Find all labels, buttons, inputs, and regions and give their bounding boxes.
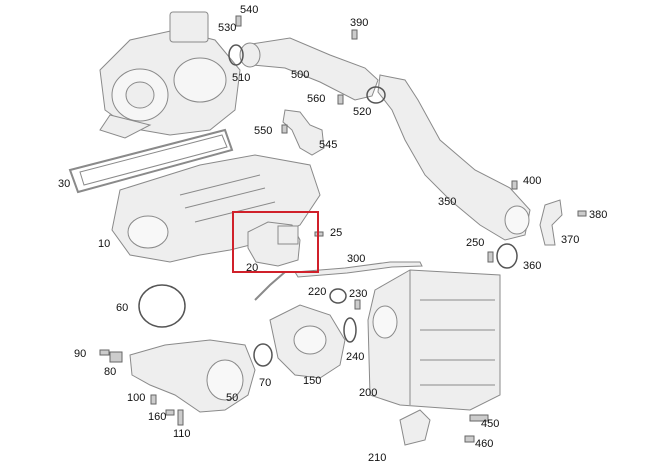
- bolt-400: [511, 180, 518, 190]
- egr-valve: [247, 221, 301, 267]
- bracket: [282, 109, 325, 156]
- label-25: 25: [330, 227, 343, 239]
- charge-pipe: [239, 37, 379, 101]
- bolt-90: [99, 349, 110, 356]
- label-110: 110: [173, 428, 191, 440]
- bolt-550: [281, 124, 288, 134]
- breather-pipe: [294, 261, 423, 278]
- intercooler: [367, 269, 501, 411]
- label-200: 200: [359, 387, 378, 399]
- turbocharger: [99, 11, 241, 139]
- bolt-460: [464, 435, 475, 443]
- bolt-line: [254, 271, 286, 301]
- label-530: 530: [218, 22, 237, 34]
- highlight-box: [232, 211, 319, 273]
- label-540: 540: [240, 4, 259, 16]
- label-380: 380: [589, 209, 608, 221]
- label-10: 10: [98, 238, 111, 250]
- bolt-540: [235, 15, 242, 27]
- o-ring-70: [253, 343, 273, 367]
- label-550: 550: [254, 125, 273, 137]
- label-210: 210: [368, 452, 387, 464]
- o-ring-60: [138, 284, 186, 328]
- bolt-100: [150, 394, 157, 405]
- o-ring-510: [228, 44, 244, 66]
- label-50: 50: [226, 392, 239, 404]
- o-ring-220: [329, 288, 347, 304]
- label-300: 300: [347, 253, 366, 265]
- intake-pipe: [399, 409, 431, 446]
- label-350: 350: [438, 196, 457, 208]
- intake-elbow: [129, 339, 256, 413]
- label-360: 360: [523, 260, 542, 272]
- label-545: 545: [319, 139, 338, 151]
- label-560: 560: [307, 93, 326, 105]
- label-90: 90: [74, 348, 87, 360]
- label-60: 60: [116, 302, 129, 314]
- bolt-560: [337, 94, 344, 105]
- label-150: 150: [303, 375, 322, 387]
- label-500: 500: [291, 69, 310, 81]
- label-460: 460: [475, 438, 494, 450]
- label-450: 450: [481, 418, 500, 430]
- bolt-450: [469, 414, 489, 422]
- label-100: 100: [127, 392, 146, 404]
- throttle-body: [269, 304, 346, 379]
- label-240: 240: [346, 351, 365, 363]
- label-510: 510: [232, 72, 251, 84]
- o-ring-520: [366, 86, 386, 104]
- label-230: 230: [349, 288, 368, 300]
- label-220: 220: [308, 286, 327, 298]
- bolt-380: [577, 210, 587, 217]
- bolt-390: [351, 29, 358, 40]
- bolt-160: [165, 409, 175, 416]
- charge-air-hose: [377, 74, 531, 241]
- label-80: 80: [104, 366, 117, 378]
- label-520: 520: [353, 106, 372, 118]
- label-400: 400: [523, 175, 542, 187]
- label-30: 30: [58, 178, 71, 190]
- label-390: 390: [350, 17, 369, 29]
- label-370: 370: [561, 234, 580, 246]
- bolt-250: [487, 251, 494, 263]
- bolt-230: [354, 299, 361, 310]
- label-160: 160: [148, 411, 167, 423]
- o-ring-360: [496, 243, 518, 269]
- clip: [539, 199, 563, 246]
- label-70: 70: [259, 377, 272, 389]
- o-ring-240: [343, 317, 357, 343]
- bolt-110: [177, 409, 184, 426]
- label-20: 20: [246, 262, 259, 274]
- bolt-80: [109, 351, 123, 363]
- bolt-25: [314, 231, 324, 237]
- label-250: 250: [466, 237, 485, 249]
- manifold-gasket: [68, 128, 234, 194]
